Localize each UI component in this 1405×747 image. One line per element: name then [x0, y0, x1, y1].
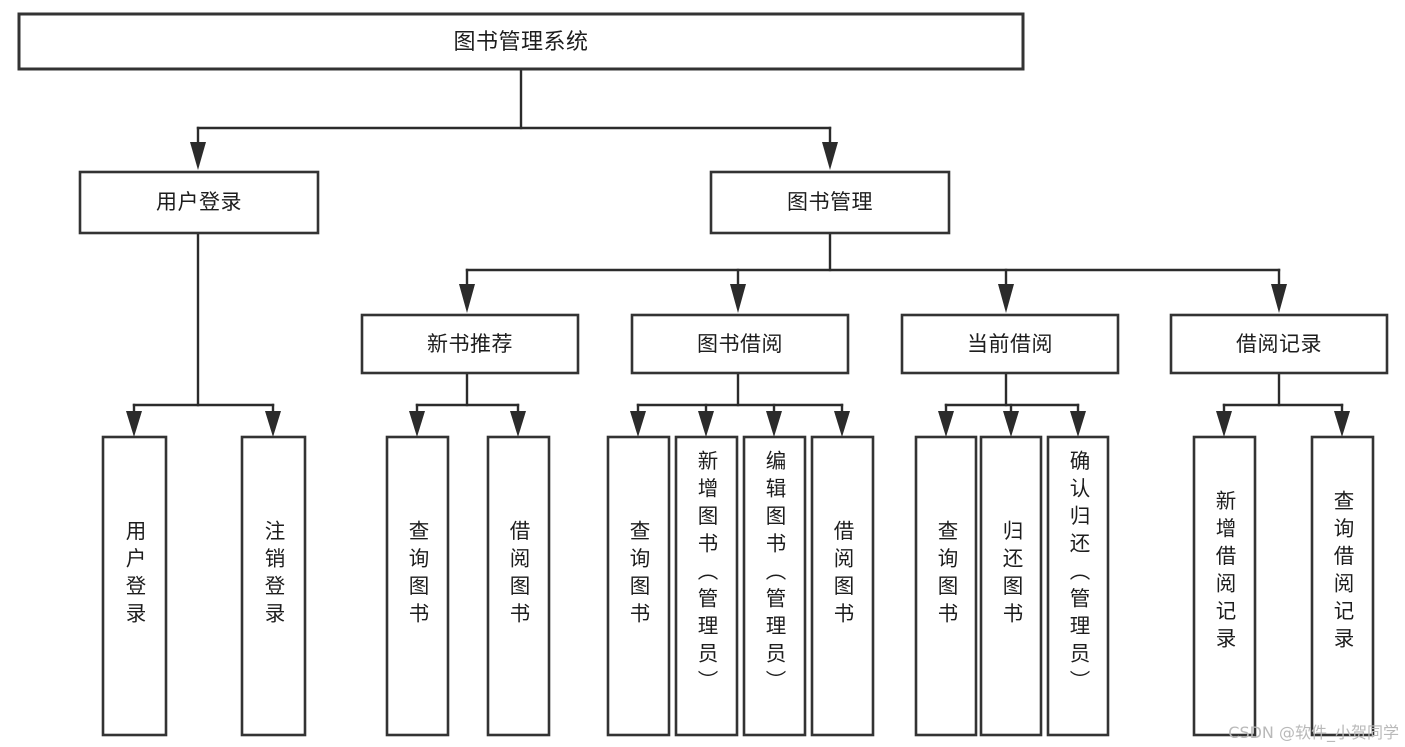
node-borrow-record-label: 借阅记录	[1236, 332, 1322, 356]
arrowhead-cb-query-book	[938, 411, 954, 437]
arrowhead-bb-borrow-book	[834, 411, 850, 437]
node-book-management[interactable]: 图书管理	[709, 170, 951, 235]
leaf-book-borrow-add-box[interactable]	[674, 435, 739, 737]
leaf-new-book-query-label: 查询图书	[405, 520, 429, 630]
connectors-current-borrow-leaves	[938, 371, 1086, 437]
arrowhead-book-borrow	[730, 284, 746, 313]
leaf-borrow-record-query-box[interactable]	[1310, 435, 1375, 737]
node-root-book-system[interactable]: 图书管理系统	[17, 12, 1025, 71]
leaf-current-borrow-return-label: 归还图书	[999, 520, 1023, 630]
leaf-borrow-record-query-label: 查询借阅记录	[1330, 490, 1354, 655]
arrowhead-nb-borrow-book	[510, 411, 526, 437]
leaf-new-book-borrow[interactable]: 借阅图书	[486, 435, 551, 737]
node-borrow-record[interactable]: 借阅记录	[1169, 313, 1389, 375]
connectors-new-book-leaves	[409, 371, 526, 437]
arrowhead-leaf-logout	[265, 411, 281, 437]
node-root-label: 图书管理系统	[453, 30, 588, 55]
leaf-book-borrow-edit[interactable]: 编辑图书（管理员）	[742, 435, 807, 737]
connectors-borrow-record-leaves	[1216, 371, 1350, 437]
leaf-book-borrow-query-label: 查询图书	[626, 520, 650, 630]
leaf-borrow-record-query[interactable]: 查询借阅记录	[1310, 435, 1375, 737]
leaf-user-login-logout-label: 注销登录	[261, 520, 285, 630]
node-book-borrow-label: 图书借阅	[697, 332, 783, 356]
leaf-current-borrow-confirm[interactable]: 确认归还（管理员）	[1046, 435, 1110, 737]
leaf-borrow-record-add[interactable]: 新增借阅记录	[1192, 435, 1257, 737]
leaf-book-borrow-query[interactable]: 查询图书	[606, 435, 671, 737]
node-book-borrow[interactable]: 图书借阅	[630, 313, 850, 375]
leaf-book-borrow-add-label: 新增图书（管理员）	[694, 450, 718, 698]
node-current-borrow-label: 当前借阅	[967, 332, 1053, 356]
leaf-user-login-login-box[interactable]	[101, 435, 168, 737]
arrowhead-br-query-record	[1334, 411, 1350, 437]
leaf-current-borrow-query-label: 查询图书	[934, 520, 958, 630]
leaf-new-book-query-box[interactable]	[385, 435, 450, 737]
leaf-current-borrow-return-box[interactable]	[979, 435, 1043, 737]
connectors-root-to-level2	[190, 67, 838, 170]
leaf-book-borrow-borrow-box[interactable]	[810, 435, 875, 737]
arrowhead-user-login	[190, 142, 206, 170]
leaf-current-borrow-query-box[interactable]	[914, 435, 978, 737]
leaf-book-borrow-edit-label: 编辑图书（管理员）	[762, 450, 786, 698]
leaf-borrow-record-add-box[interactable]	[1192, 435, 1257, 737]
arrowhead-cb-return-book	[1003, 411, 1019, 437]
node-new-book-recommend-box[interactable]	[360, 313, 580, 375]
leaf-user-login-logout[interactable]: 注销登录	[240, 435, 307, 737]
leaf-borrow-record-add-label: 新增借阅记录	[1212, 490, 1236, 655]
connectors-user-login-leaves	[126, 231, 281, 437]
node-current-borrow-box[interactable]	[900, 313, 1120, 375]
node-new-book-recommend[interactable]: 新书推荐	[360, 313, 580, 375]
leaf-new-book-borrow-box[interactable]	[486, 435, 551, 737]
leaf-book-borrow-add[interactable]: 新增图书（管理员）	[674, 435, 739, 737]
arrowhead-borrow-record	[1271, 284, 1287, 313]
arrowhead-book-manage	[822, 142, 838, 170]
leaf-user-login-login-label: 用户登录	[122, 520, 146, 630]
leaf-new-book-query[interactable]: 查询图书	[385, 435, 450, 737]
arrowhead-bb-add-book	[698, 411, 714, 437]
node-root-box[interactable]	[17, 12, 1025, 71]
connectors-book-manage-to-level3	[459, 231, 1287, 313]
node-book-borrow-box[interactable]	[630, 313, 850, 375]
leaf-current-borrow-confirm-box[interactable]	[1046, 435, 1110, 737]
leaf-user-login-login[interactable]: 用户登录	[101, 435, 168, 737]
leaf-new-book-borrow-label: 借阅图书	[506, 520, 530, 630]
leaf-book-borrow-borrow-label: 借阅图书	[830, 520, 854, 630]
leaf-current-borrow-query[interactable]: 查询图书	[914, 435, 978, 737]
arrowhead-br-add-record	[1216, 411, 1232, 437]
leaf-book-borrow-query-box[interactable]	[606, 435, 671, 737]
connectors-book-borrow-leaves	[630, 371, 850, 437]
node-book-management-label: 图书管理	[787, 190, 873, 214]
leaf-user-login-logout-box[interactable]	[240, 435, 307, 737]
leaf-current-borrow-confirm-label: 确认归还（管理员）	[1066, 450, 1090, 698]
node-current-borrow[interactable]: 当前借阅	[900, 313, 1120, 375]
node-user-login-box[interactable]	[78, 170, 320, 235]
leaf-book-borrow-borrow[interactable]: 借阅图书	[810, 435, 875, 737]
arrowhead-bb-edit-book	[766, 411, 782, 437]
leaf-book-borrow-edit-box[interactable]	[742, 435, 807, 737]
arrowhead-leaf-user-login	[126, 411, 142, 437]
arrowhead-nb-query-book	[409, 411, 425, 437]
arrowhead-current-borrow	[998, 284, 1014, 313]
arrowhead-bb-query-book	[630, 411, 646, 437]
leaf-current-borrow-return[interactable]: 归还图书	[979, 435, 1043, 737]
node-new-book-recommend-label: 新书推荐	[427, 332, 513, 356]
node-borrow-record-box[interactable]	[1169, 313, 1389, 375]
node-user-login[interactable]: 用户登录	[78, 170, 320, 235]
arrowhead-cb-confirm-return	[1070, 411, 1086, 437]
node-book-management-box[interactable]	[709, 170, 951, 235]
arrowhead-new-book	[459, 284, 475, 313]
node-user-login-label: 用户登录	[156, 190, 242, 214]
